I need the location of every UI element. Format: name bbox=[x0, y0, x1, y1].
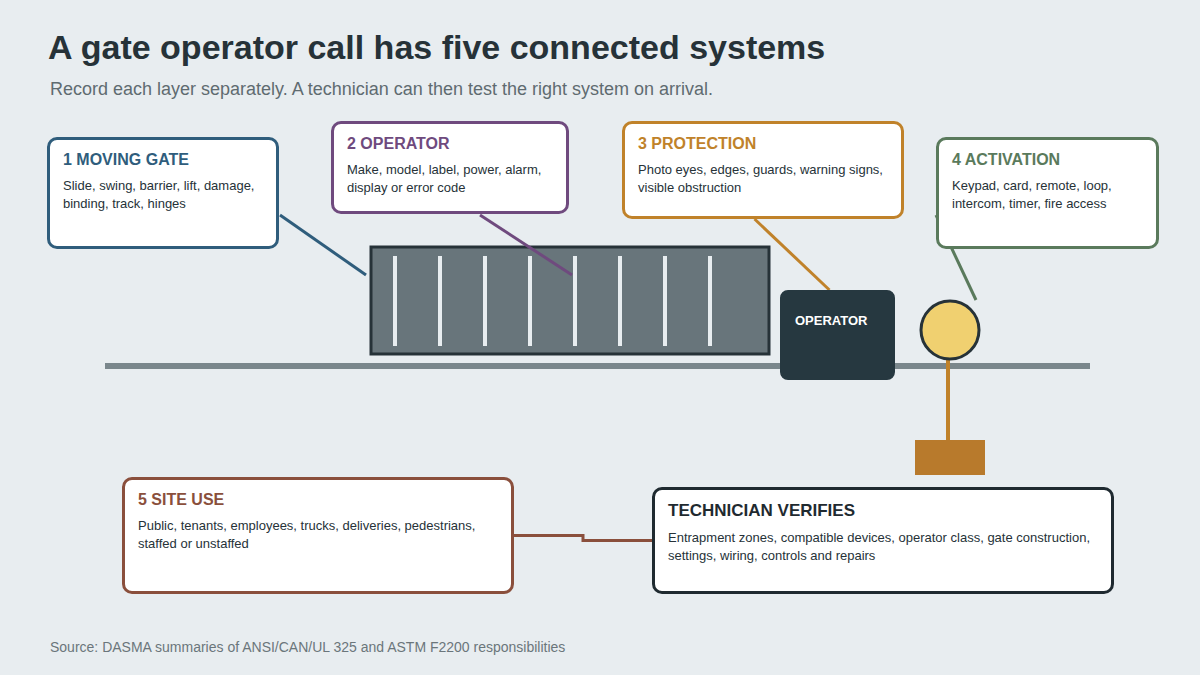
gate-panel bbox=[371, 247, 769, 354]
node-body: Keypad, card, remote, loop, intercom, ti… bbox=[952, 177, 1143, 212]
operator-housing: OPERATOR bbox=[780, 290, 895, 380]
node-body: Make, model, label, power, alarm, displa… bbox=[347, 161, 553, 196]
node-body: Photo eyes, edges, guards, warning signs… bbox=[638, 161, 888, 196]
callout-box: 3 PROTECTION Photo eyes, edges, guards, w… bbox=[622, 121, 904, 219]
leader-line bbox=[480, 215, 572, 275]
node-heading: TECHNICIAN VERIFIES bbox=[668, 501, 1098, 521]
gate-bars bbox=[395, 256, 710, 346]
callout-box: 5 SITE USE Public, tenants, employees, tr… bbox=[122, 477, 514, 594]
callout-box: 2 OPERATOR Make, model, label, power, ala… bbox=[331, 121, 569, 214]
callout-box: 1 MOVING GATE Slide, swing, barrier, lift… bbox=[47, 137, 279, 249]
title: A gate operator call has five connected … bbox=[48, 28, 825, 67]
node-body: Entrapment zones, compatible devices, op… bbox=[668, 529, 1098, 564]
node-body: Slide, swing, barrier, lift, damage, bin… bbox=[63, 177, 263, 212]
gate-bar bbox=[483, 256, 487, 346]
gate-rail bbox=[105, 363, 1090, 369]
node-heading: 2 OPERATOR bbox=[347, 135, 553, 153]
leader-line bbox=[280, 215, 366, 275]
node-heading: 4 ACTIVATION bbox=[952, 151, 1143, 169]
connector bbox=[755, 219, 830, 290]
gate-bar bbox=[393, 256, 397, 346]
node-heading: OPERATOR bbox=[795, 313, 880, 328]
activation-device bbox=[921, 301, 979, 359]
node-body: Public, tenants, employees, trucks, deli… bbox=[138, 517, 498, 552]
gate-bar bbox=[573, 256, 577, 346]
gate-bar bbox=[618, 256, 622, 346]
gate-bar bbox=[528, 256, 532, 346]
post-base bbox=[915, 440, 985, 475]
connector bbox=[514, 536, 652, 541]
caption: Source: DASMA summaries of ANSI/CAN/UL 3… bbox=[50, 639, 565, 655]
node-heading: 5 SITE USE bbox=[138, 491, 498, 509]
node-heading: 3 PROTECTION bbox=[638, 135, 888, 153]
subtitle: Record each layer separately. A technici… bbox=[50, 79, 713, 100]
gate-bar bbox=[708, 256, 712, 346]
gate-bar bbox=[663, 256, 667, 346]
post bbox=[946, 358, 950, 441]
gate-bar bbox=[438, 256, 442, 346]
node-heading: 1 MOVING GATE bbox=[63, 151, 263, 169]
verify-box: TECHNICIAN VERIFIES Entrapment zones, com… bbox=[652, 487, 1114, 594]
callout-box: 4 ACTIVATION Keypad, card, remote, loop, … bbox=[936, 137, 1159, 249]
